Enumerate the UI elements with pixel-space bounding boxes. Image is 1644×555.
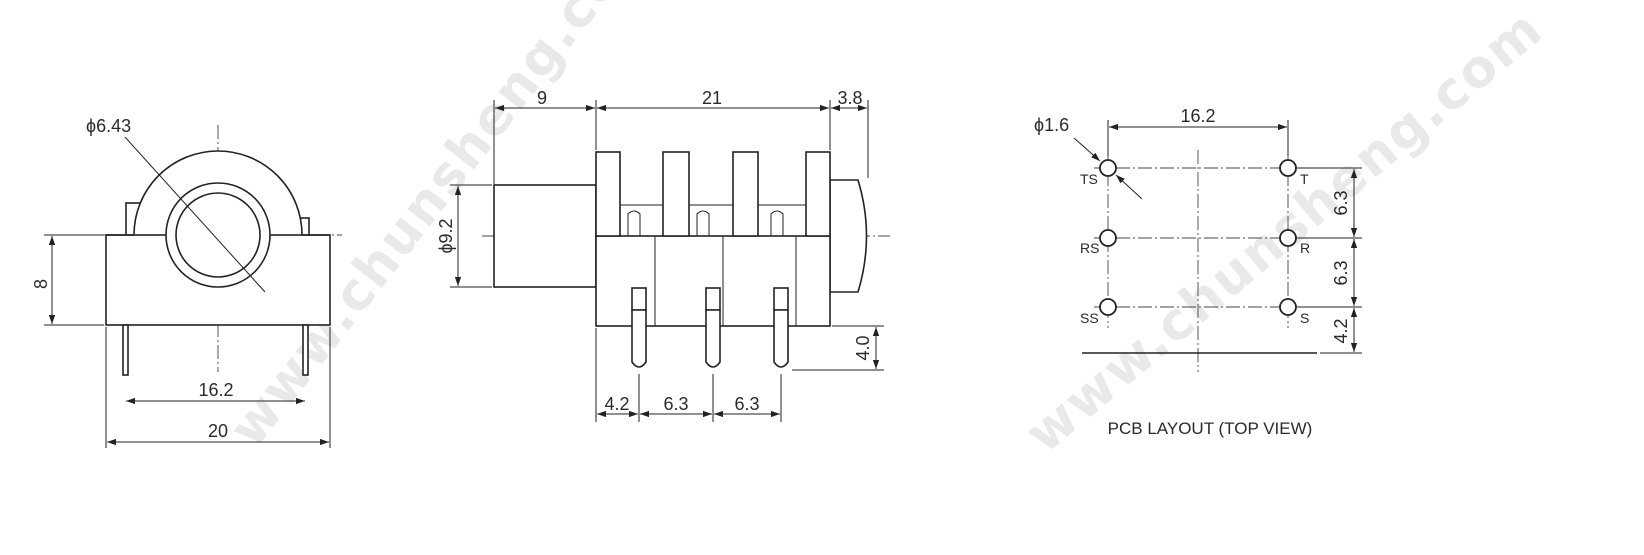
front-diameter-leader — [124, 136, 266, 293]
side-lug-2 — [662, 151, 690, 237]
front-width-label: 20 — [208, 421, 228, 441]
pcb-layout: ϕ1.6 TS RS SS T R S 16.2 6.3 6.3 4.2 PCB… — [1034, 106, 1362, 438]
side-lug-4 — [805, 151, 831, 237]
pcb-v1-label: 6.3 — [1331, 190, 1351, 215]
front-left-pin — [122, 324, 129, 376]
side-body-label: 21 — [702, 88, 722, 108]
side-front-label: 9 — [537, 88, 547, 108]
side-rear-label: 3.8 — [837, 88, 862, 108]
side-rear-nose — [829, 179, 868, 293]
front-height-label: 8 — [31, 279, 51, 289]
pcb-pad-label-rs: RS — [1080, 240, 1099, 256]
pcb-hole-ts — [1099, 159, 1117, 177]
pcb-v3-label: 4.2 — [1331, 318, 1351, 343]
side-diameter-label: ϕ9.2 — [436, 218, 456, 253]
front-pin-spacing-label: 16.2 — [198, 380, 233, 400]
pcb-pad-label-ss: SS — [1080, 310, 1099, 326]
side-pin-length-label: 4.0 — [853, 335, 873, 360]
side-front-sleeve — [493, 184, 597, 288]
front-right-pin — [302, 324, 309, 376]
pcb-hole-r — [1279, 229, 1297, 247]
side-pin-2 — [705, 309, 721, 368]
side-pin-3 — [773, 309, 789, 368]
front-diameter-label: ϕ6.43 — [86, 116, 131, 136]
pcb-hole-s — [1279, 298, 1297, 316]
pcb-caption: PCB LAYOUT (TOP VIEW) — [1108, 419, 1313, 438]
front-jack-hole — [175, 192, 261, 278]
pcb-pad-label-ts: TS — [1080, 171, 1098, 187]
pcb-pad-label-s: S — [1300, 310, 1309, 326]
side-view: 9 21 3.8 ϕ9.2 4.0 4.2 6.3 6.3 — [436, 88, 890, 422]
side-pin-1 — [631, 309, 647, 368]
pcb-hole-diameter-label: ϕ1.6 — [1034, 115, 1069, 135]
front-view: ϕ6.43 8 16.2 20 — [31, 116, 342, 448]
pcb-hole-t — [1279, 159, 1297, 177]
side-p1-label: 4.2 — [604, 394, 629, 414]
side-p2-label: 6.3 — [663, 394, 688, 414]
pcb-width-label: 16.2 — [1180, 106, 1215, 126]
pcb-hole-rs — [1099, 229, 1117, 247]
pcb-pad-label-t: T — [1300, 171, 1309, 187]
pcb-v2-label: 6.3 — [1331, 260, 1351, 285]
side-lug-1 — [595, 151, 621, 237]
side-lug-3 — [732, 151, 759, 237]
pcb-pad-label-r: R — [1300, 240, 1310, 256]
front-jack-ring — [165, 182, 271, 288]
side-p3-label: 6.3 — [734, 394, 759, 414]
pcb-hole-ss — [1099, 298, 1117, 316]
